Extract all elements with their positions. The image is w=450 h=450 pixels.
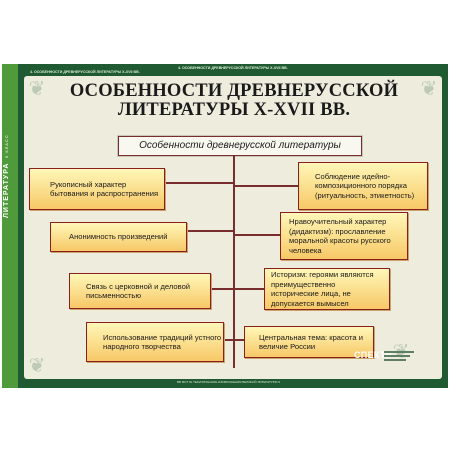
- connector-line: [234, 339, 244, 341]
- connector-line: [234, 288, 264, 290]
- corner-ornament-icon: ❦: [28, 355, 46, 377]
- feature-box-left: Рукописный характер бытования и распрост…: [29, 168, 165, 210]
- feature-text: Историзм: героями являются преимуществен…: [271, 270, 374, 308]
- header-caption-left: 4. ОСОБЕННОСТИ ДРЕВНЕРУССКОЙ ЛИТЕРАТУРЫ …: [30, 70, 140, 74]
- connector-line: [164, 182, 234, 184]
- corner-ornament-icon: ❦: [28, 78, 46, 100]
- feature-text: Использование традиций устного народного…: [103, 332, 222, 352]
- connector-line: [210, 288, 234, 290]
- feature-box-right: Центральная тема: красота и величие Росс…: [244, 326, 374, 358]
- feature-text: Анонимность произведений: [69, 232, 168, 242]
- feature-box-left: Использование традиций устного народного…: [86, 322, 224, 362]
- feature-text: Нравоучительный характер (дидактизм): пр…: [289, 217, 391, 255]
- logo-fine-print: [384, 355, 410, 357]
- feature-box-left: Анонимность произведений: [50, 222, 187, 252]
- header-caption-center: 4. ОСОБЕННОСТИ ДРЕВНЕРУССКОЙ ЛИТЕРАТУРЫ …: [178, 66, 288, 70]
- feature-text: Рукописный характер бытования и распрост…: [50, 179, 159, 199]
- connector-trunk: [233, 156, 235, 368]
- feature-box-right: Соблюдение идейно-композиционного порядк…: [298, 162, 428, 210]
- connector-line: [234, 234, 280, 236]
- logo-fine-print: [384, 359, 406, 361]
- footer-caption: ВВ ФОТ № ТЕМАТИЧЕСКИЕ ИЗОБРАЖЕНИЯ ВЕЛИКО…: [177, 380, 280, 384]
- connector-line: [224, 339, 234, 341]
- logo-fine-print: [384, 351, 414, 353]
- publisher-logo: СПЕКТР: [354, 350, 414, 364]
- side-label: ЛИТЕРАТУРА 9 КЛАСС: [3, 134, 17, 218]
- side-subject: ЛИТЕРАТУРА: [3, 162, 10, 218]
- diagram-root-box: Особенности древнерусской литературы: [118, 136, 362, 156]
- feature-text: Связь с церковной и деловой письменность…: [86, 281, 191, 301]
- feature-text: Центральная тема: красота и величие Росс…: [259, 332, 363, 352]
- page-title: ОСОБЕННОСТИ ДРЕВНЕРУССКОЙ ЛИТЕРАТУРЫ X-X…: [64, 82, 404, 120]
- side-band: ЛИТЕРАТУРА 9 КЛАСС: [2, 64, 18, 388]
- side-grade: 9 КЛАСС: [4, 134, 9, 158]
- content-panel: ❦ ❦ ❦ ❦ ОСОБЕННОСТИ ДРЕВНЕРУССКОЙ ЛИТЕРА…: [24, 76, 442, 379]
- feature-text: Соблюдение идейно-композиционного порядк…: [315, 171, 415, 200]
- corner-ornament-icon: ❦: [420, 78, 438, 100]
- title-line-2: ЛИТЕРАТУРЫ X-XVII ВВ.: [117, 100, 351, 120]
- poster-frame: ЛИТЕРАТУРА 9 КЛАСС 4. ОСОБЕННОСТИ ДРЕВНЕ…: [2, 64, 448, 388]
- feature-box-right: Историзм: героями являются преимуществен…: [264, 268, 390, 310]
- feature-box-left: Связь с церковной и деловой письменность…: [69, 273, 211, 309]
- publisher-name: СПЕКТР: [354, 350, 392, 360]
- connector-line: [186, 230, 234, 232]
- feature-box-right: Нравоучительный характер (дидактизм): пр…: [280, 212, 408, 260]
- connector-line: [234, 185, 298, 187]
- title-line-1: ОСОБЕННОСТИ ДРЕВНЕРУССКОЙ: [69, 81, 399, 101]
